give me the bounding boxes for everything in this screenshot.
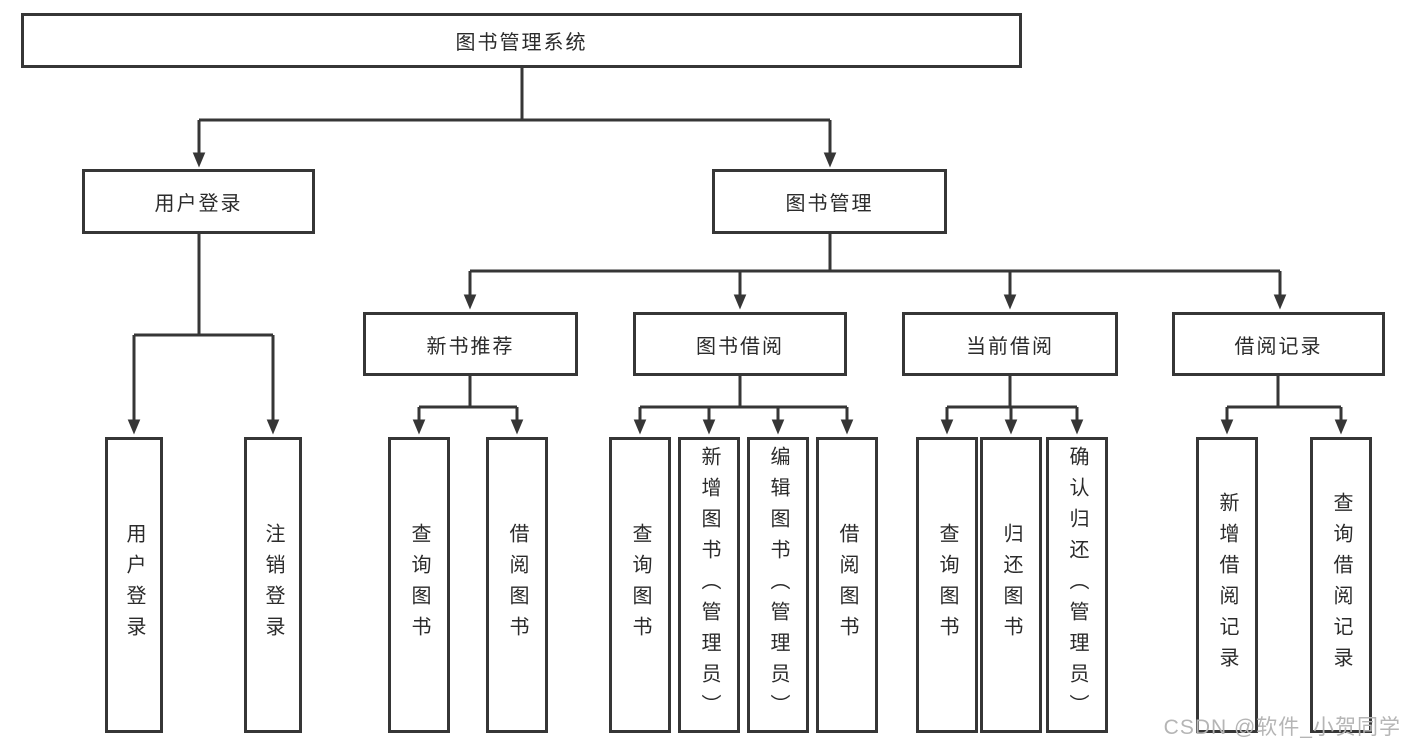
leaf-logout-login: 注销登录: [244, 437, 302, 733]
node-label: 图书借阅: [696, 335, 784, 358]
leaf-label: 用户登录: [123, 523, 145, 647]
leaf-add-book-admin: 新增图书（管理员）: [678, 437, 740, 733]
csdn-watermark: CSDN @软件_小贺同学: [1163, 716, 1401, 739]
leaf-label: 查询借阅记录: [1330, 492, 1352, 678]
leaf-return-book: 归还图书: [980, 437, 1042, 733]
leaf-label: 借阅图书: [506, 523, 528, 647]
node-current-borrowing: 当前借阅: [902, 312, 1118, 376]
leaf-label: 注销登录: [262, 523, 284, 647]
node-user-login: 用户登录: [82, 169, 315, 234]
node-new-book-recommend: 新书推荐: [363, 312, 578, 376]
leaf-label: 新增图书（管理员）: [698, 445, 720, 725]
leaf-label: 新增借阅记录: [1216, 492, 1238, 678]
node-label: 用户登录: [154, 193, 243, 215]
node-label: 图书管理: [785, 193, 874, 215]
leaf-borrow-books-recommend: 借阅图书: [486, 437, 548, 733]
node-label: 当前借阅: [966, 335, 1054, 358]
leaf-add-borrow-record: 新增借阅记录: [1196, 437, 1258, 733]
leaf-label: 查询图书: [408, 523, 430, 647]
arrowheads: [127, 120, 1348, 435]
leaf-query-books-recommend: 查询图书: [388, 437, 450, 733]
node-book-borrowing: 图书借阅: [633, 312, 847, 376]
leaf-query-books-current: 查询图书: [916, 437, 978, 733]
node-label: 新书推荐: [426, 335, 515, 358]
leaf-label: 确认归还（管理员）: [1066, 445, 1088, 725]
leaf-label: 借阅图书: [836, 523, 858, 647]
node-borrowing-records: 借阅记录: [1172, 312, 1385, 376]
connector-path: [134, 68, 1341, 409]
leaf-label: 查询图书: [936, 523, 958, 647]
leaf-edit-book-admin: 编辑图书（管理员）: [747, 437, 809, 733]
leaf-confirm-return-admin: 确认归还（管理员）: [1046, 437, 1108, 733]
leaf-label: 编辑图书（管理员）: [767, 445, 789, 725]
leaf-query-books-borrowing: 查询图书: [609, 437, 671, 733]
node-label: 图书管理系统: [455, 32, 588, 54]
node-label: 借阅记录: [1234, 335, 1323, 358]
leaf-query-borrow-record: 查询借阅记录: [1310, 437, 1372, 733]
leaf-borrow-books-borrowing: 借阅图书: [816, 437, 878, 733]
leaf-label: 查询图书: [629, 523, 651, 647]
leaf-label: 归还图书: [1000, 523, 1022, 647]
leaf-user-login: 用户登录: [105, 437, 163, 733]
node-library-management-system: 图书管理系统: [21, 13, 1022, 68]
node-book-management: 图书管理: [712, 169, 947, 234]
